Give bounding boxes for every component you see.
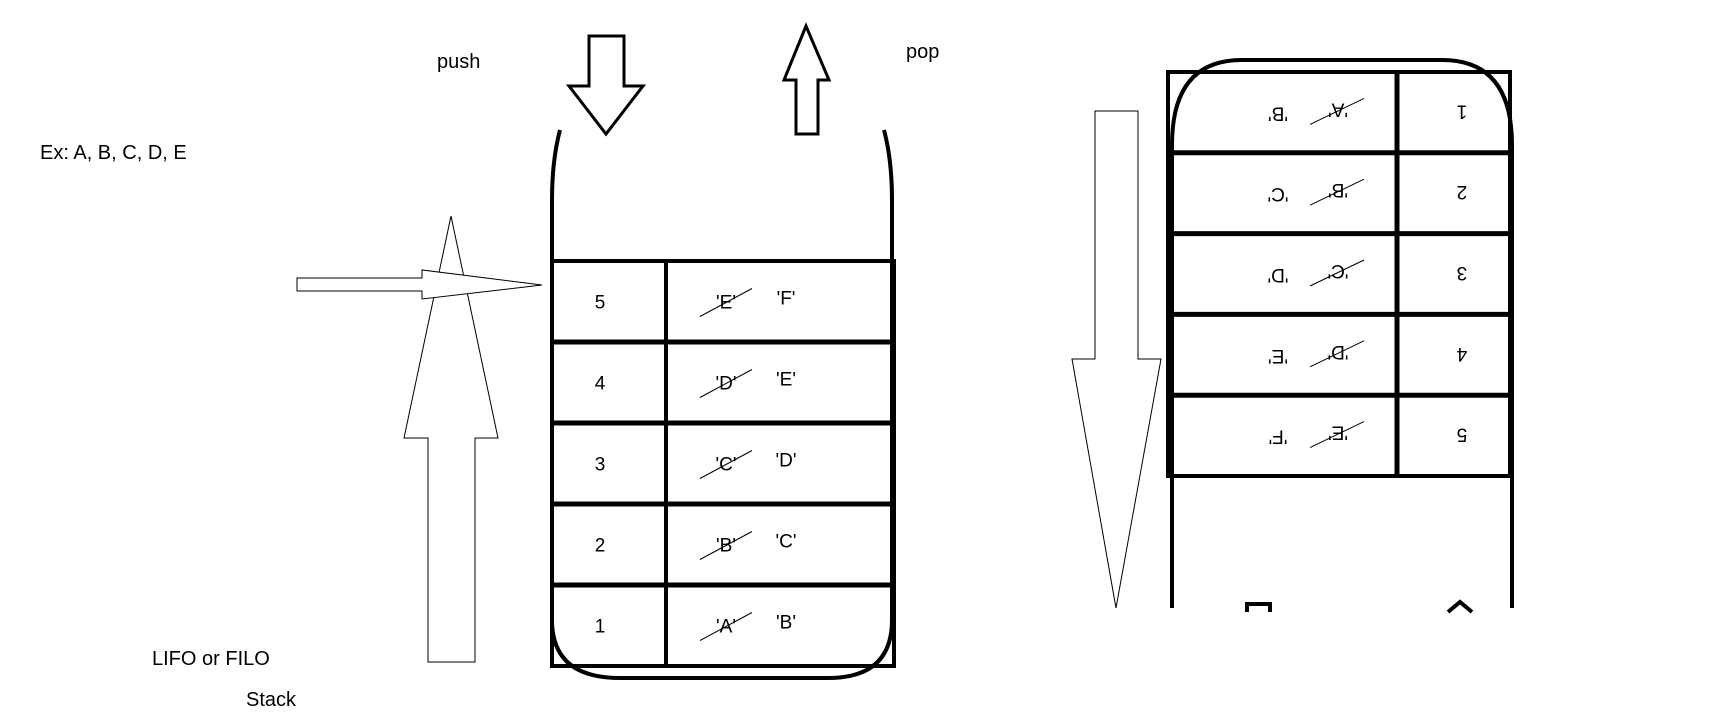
right-row-crossed-value: 'E' (1328, 422, 1348, 443)
strikethrough-mark (699, 369, 753, 398)
pop-label: pop (906, 41, 939, 63)
left-row-index: 2 (595, 536, 606, 557)
left-stack-row: 3'C''D' (595, 450, 797, 479)
left-stack-row: 4'D''E' (595, 369, 796, 398)
left-row-value: 'D' (776, 451, 797, 472)
right-row-crossed-value: 'D' (1328, 341, 1349, 362)
left-stack-rows: 5'E''F'4'D''E'3'C''D'2'B''C'1'A''B' (550, 259, 896, 668)
strikethrough-mark (1309, 259, 1365, 287)
right-row-index: 5 (1457, 424, 1468, 445)
right-row-crossed-value: 'A' (1328, 98, 1348, 119)
right-row-value: 'B' (1268, 102, 1288, 123)
left-stack-row: 1'A''B' (595, 612, 796, 641)
strikethrough-mark (1309, 178, 1365, 206)
push-arrow-icon (565, 34, 647, 137)
right-stack-frame (1166, 70, 1512, 478)
left-row-value: 'E' (776, 370, 796, 391)
right-stack-container (1170, 58, 1514, 608)
right-row-crossed-value: 'C' (1328, 260, 1349, 281)
right-row-value: 'F' (1269, 426, 1288, 447)
right-row-value: 'E' (1268, 345, 1288, 366)
right-row-index: 1 (1457, 100, 1468, 121)
right-row-index: 3 (1457, 262, 1468, 283)
left-row-index: 4 (595, 374, 606, 395)
example-label: Ex: A, B, C, D, E (40, 142, 187, 164)
right-stack-row: 4 'D' 'E' (1268, 340, 1467, 368)
left-stack-frame (550, 259, 896, 668)
top-pointer-arrow-icon (296, 269, 543, 300)
right-stack-row: 1 'A' 'B' (1268, 97, 1468, 125)
left-stack-row: 2'B''C' (595, 531, 797, 560)
strikethrough-mark (699, 450, 753, 479)
strikethrough-mark (1309, 340, 1365, 368)
right-row-value: 'D' (1268, 264, 1289, 285)
left-stack-row: 5'E''F' (595, 288, 796, 317)
right-stack-row: 2 'B' 'C' (1268, 178, 1468, 206)
left-row-value: 'C' (776, 532, 797, 553)
strikethrough-mark (699, 612, 753, 641)
left-row-value: 'B' (776, 613, 796, 634)
stack-label: Stack (246, 689, 297, 711)
strikethrough-mark (1309, 97, 1365, 125)
left-row-index: 5 (595, 293, 606, 314)
flipped-pop-arrow-icon (1446, 599, 1474, 614)
right-stack-row: 5 'E' 'F' (1269, 421, 1468, 449)
growth-up-arrow-icon (403, 215, 499, 663)
left-row-index: 3 (595, 455, 606, 476)
lifo-label: LIFO or FILO (152, 648, 270, 670)
strikethrough-mark (699, 531, 753, 560)
pop-order-down-arrow-icon (1071, 110, 1162, 609)
left-stack-container (550, 129, 894, 680)
right-row-value: 'C' (1268, 183, 1289, 204)
push-label: push (437, 51, 480, 73)
right-row-crossed-value: 'B' (1328, 179, 1348, 200)
right-stack-rows: 1 'A' 'B' 2 'B' 'C' 3 'C' 'D' 4 'D' 'E' 5 'E' 'F' (1166, 70, 1512, 478)
right-row-index: 2 (1457, 181, 1468, 202)
strikethrough-mark (699, 288, 753, 317)
left-row-value: 'F' (777, 289, 796, 310)
right-row-index: 4 (1456, 343, 1467, 364)
right-stack-row: 3 'C' 'D' (1268, 259, 1468, 287)
flipped-push-arrow-icon (1245, 602, 1272, 612)
pop-arrow-icon (781, 22, 832, 136)
strikethrough-mark (1309, 421, 1365, 449)
left-row-index: 1 (595, 617, 606, 638)
